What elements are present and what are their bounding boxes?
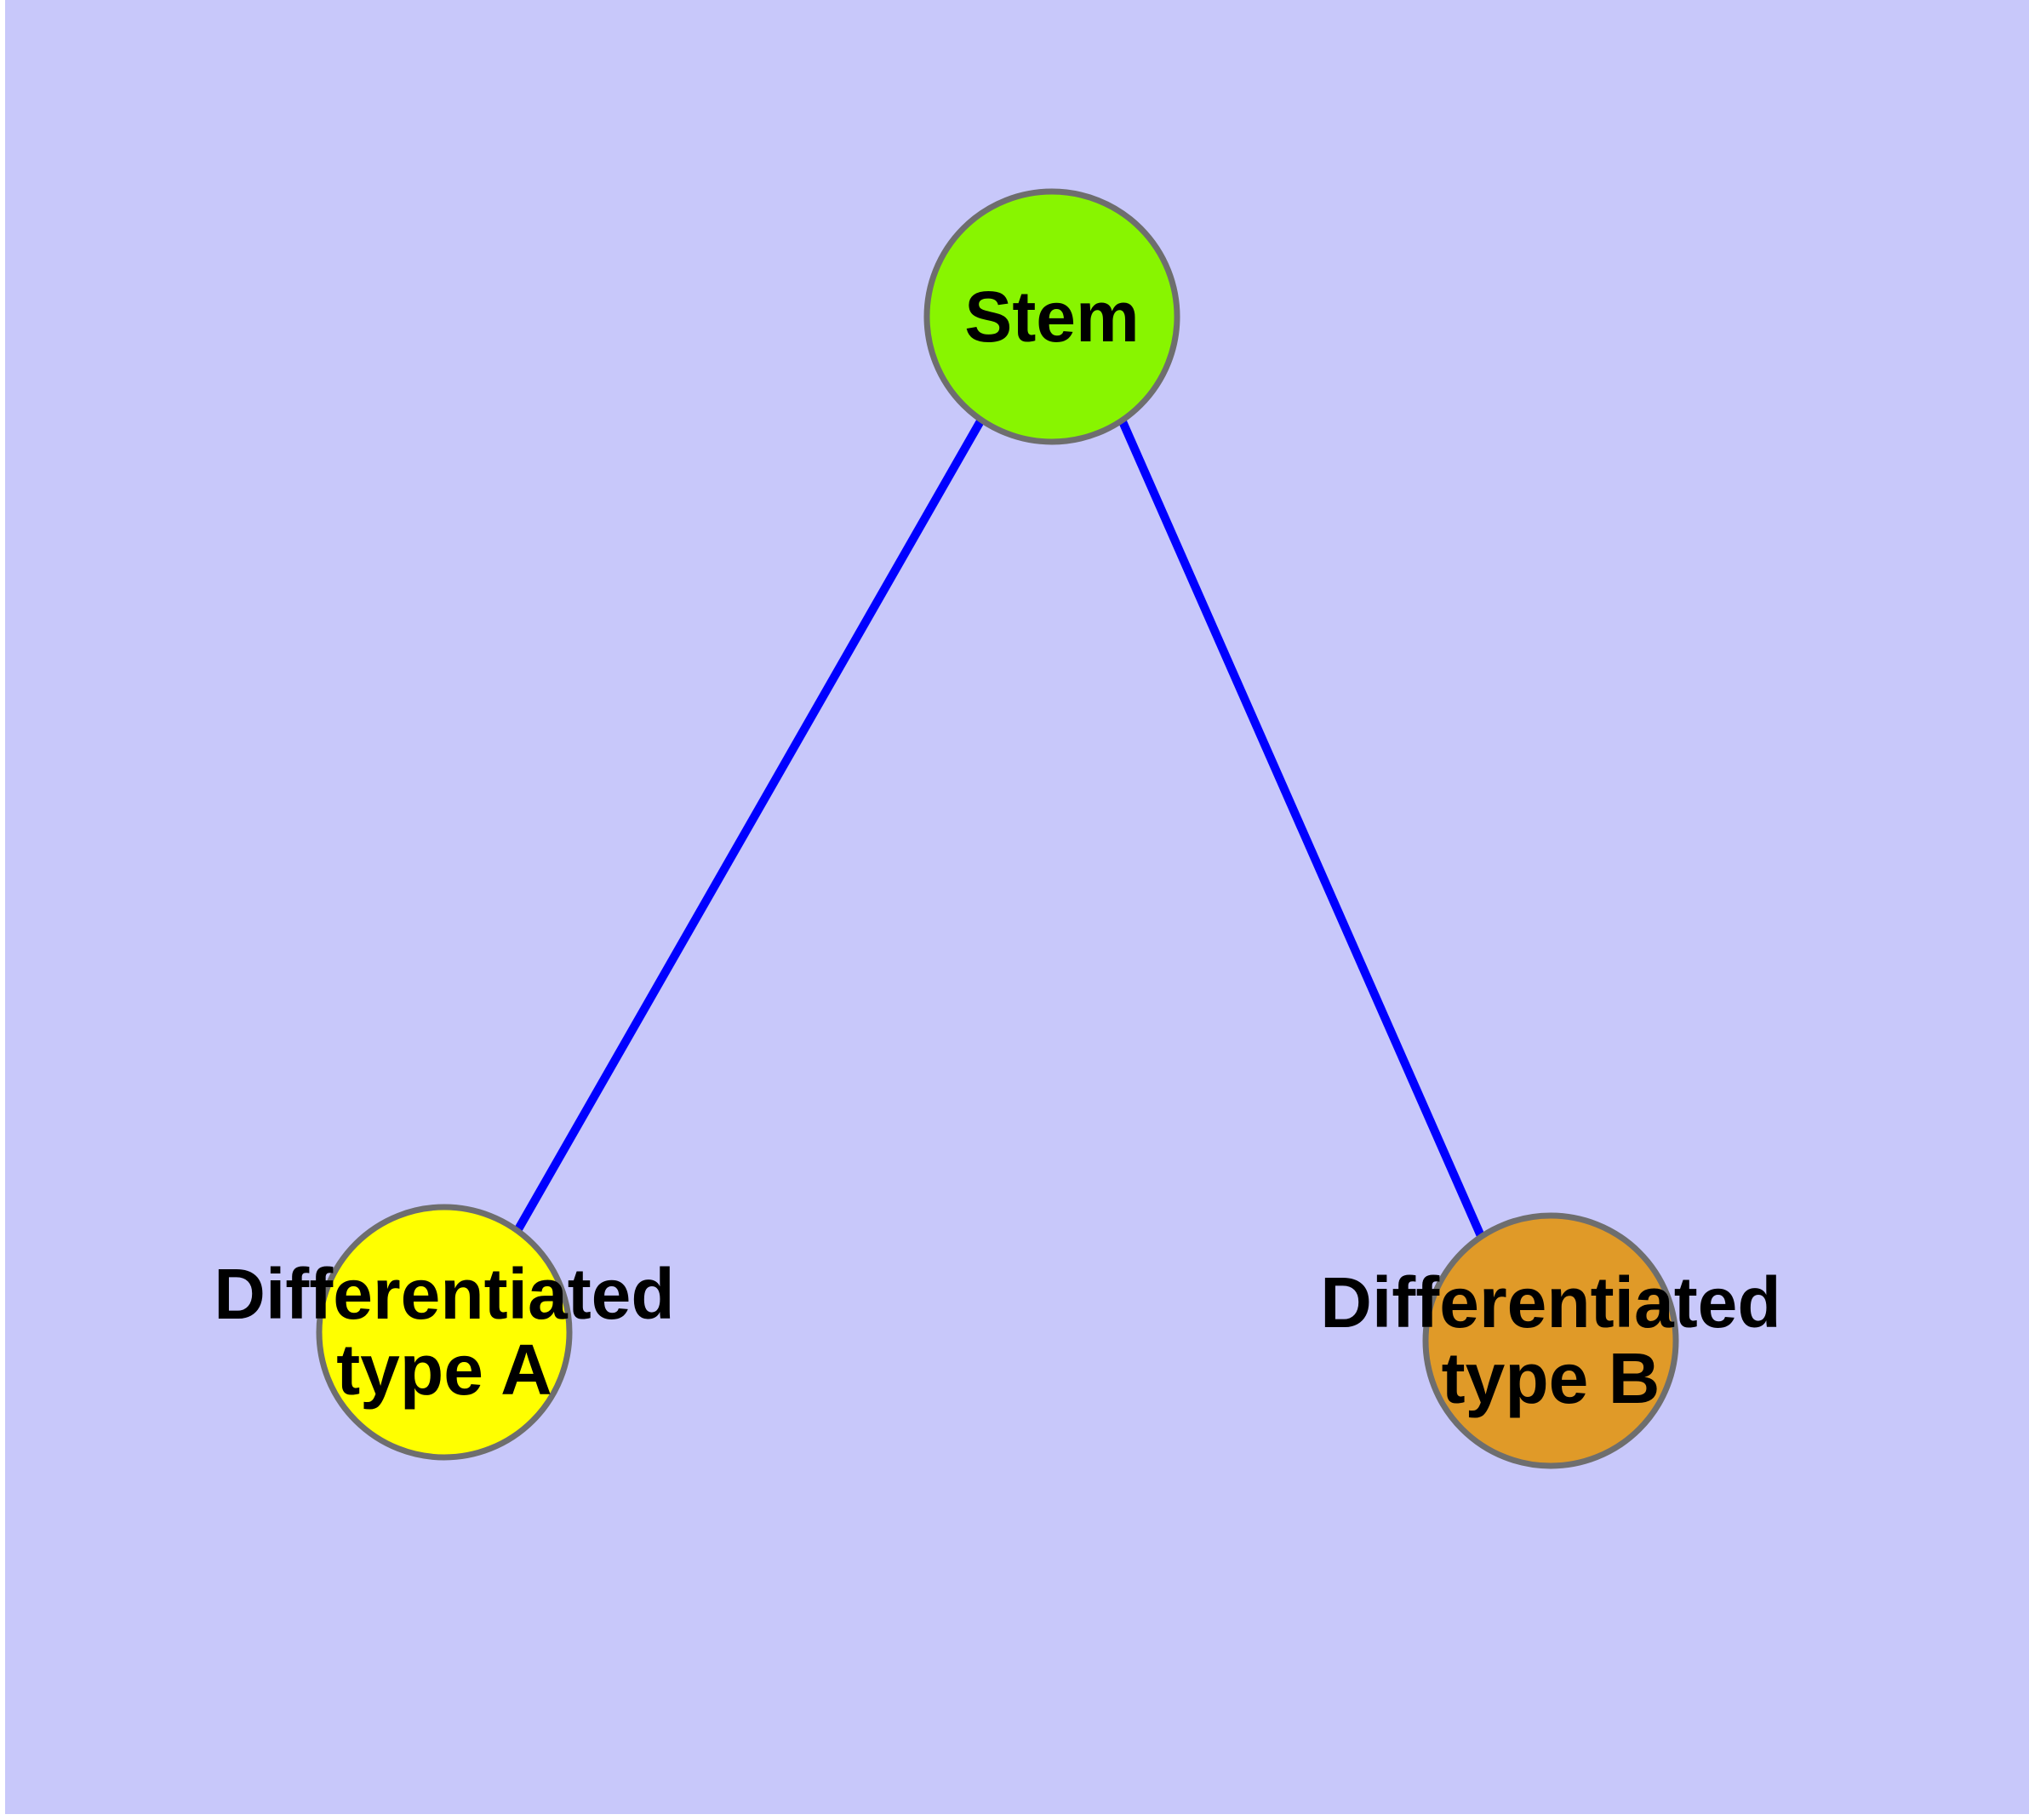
edges-layer [514, 417, 1485, 1239]
node-diff-b[interactable] [1422, 1212, 1679, 1469]
edge-stem-diff-b[interactable] [1117, 417, 1485, 1239]
edge-stem-diff-a[interactable] [514, 417, 986, 1232]
nodes-layer [316, 188, 1679, 1469]
node-stem[interactable] [923, 188, 1180, 445]
node-diff-a[interactable] [316, 1204, 573, 1461]
